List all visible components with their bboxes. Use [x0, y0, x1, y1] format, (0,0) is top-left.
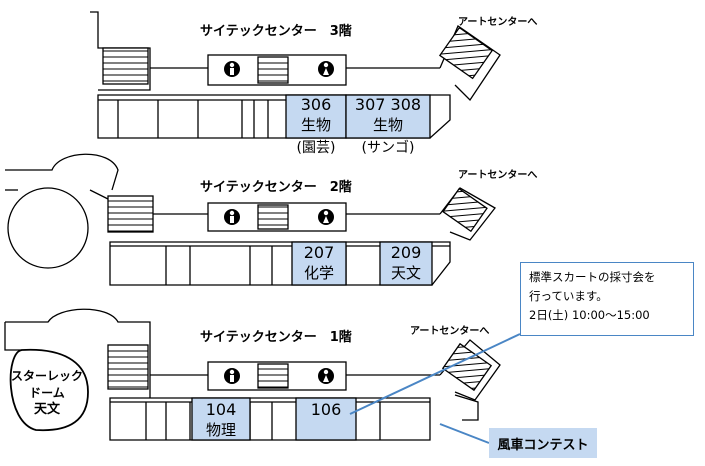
floor-1-title: サイテックセンター 1階	[200, 330, 352, 345]
windmill-contest-label: 風車コンテスト	[489, 428, 597, 458]
restroom-male-icon	[224, 61, 240, 77]
floor-2-title: サイテックセンター 2階	[200, 180, 352, 195]
floor-2	[5, 153, 496, 286]
restroom-female-icon	[318, 61, 334, 77]
room-307-308-name: 生物	[372, 116, 403, 134]
room-307-308-sub: (サンゴ)	[361, 140, 415, 156]
room-209	[379, 241, 433, 286]
room-104-name: 物理	[205, 421, 236, 439]
to-art-center-2f: アートセンターへ	[458, 170, 538, 181]
room-306-number: 306	[300, 95, 332, 114]
room-209-number: 209	[390, 243, 422, 262]
room-106-number: 106	[310, 400, 342, 419]
dome-label-1: スターレック	[10, 369, 83, 383]
stairs-icon	[107, 344, 149, 390]
callout-pointer	[349, 333, 521, 415]
stairs-icon	[442, 187, 488, 233]
room-306-name: 生物	[300, 116, 331, 134]
stairs-icon	[257, 204, 289, 230]
stairs-icon	[257, 56, 289, 84]
restroom-female-icon	[318, 368, 334, 384]
floor-3	[90, 11, 501, 139]
restroom-male-icon	[224, 368, 240, 384]
restroom-male-icon	[224, 209, 240, 225]
room-106	[295, 397, 357, 441]
room-307-308	[345, 94, 431, 139]
callout-line-1: 標準スカートの採寸会を	[529, 270, 656, 284]
room-104-number: 104	[205, 400, 237, 419]
room-307-308-number: 307 308	[354, 95, 422, 114]
restroom-female-icon	[318, 209, 334, 225]
contest-pointer	[439, 423, 490, 444]
room-306-sub: (園芸)	[296, 140, 336, 156]
callout-line-2: 行っています。	[529, 289, 608, 303]
room-207-name: 化学	[303, 264, 334, 282]
dome-label-2: ドーム	[29, 386, 65, 400]
room-209-name: 天文	[390, 264, 421, 282]
callout-line-3: 2日(土) 10:00〜15:00	[529, 308, 650, 322]
stairs-icon	[438, 26, 494, 80]
to-art-center-1f: アートセンターへ	[410, 326, 490, 337]
stairs-icon	[257, 363, 289, 389]
room-306	[285, 94, 347, 139]
to-art-center-3f: アートセンターへ	[458, 17, 538, 28]
measurement-callout: 標準スカートの採寸会を 行っています。 2日(土) 10:00〜15:00	[520, 262, 694, 336]
stairs-icon	[107, 195, 154, 233]
dome-label-3: 天文	[33, 402, 60, 417]
floor-1	[4, 308, 501, 441]
stairs-icon	[102, 47, 149, 85]
room-104	[191, 397, 251, 441]
room-207-number: 207	[303, 243, 335, 262]
floor-3-title: サイテックセンター 3階	[200, 24, 352, 39]
room-207	[291, 241, 347, 286]
